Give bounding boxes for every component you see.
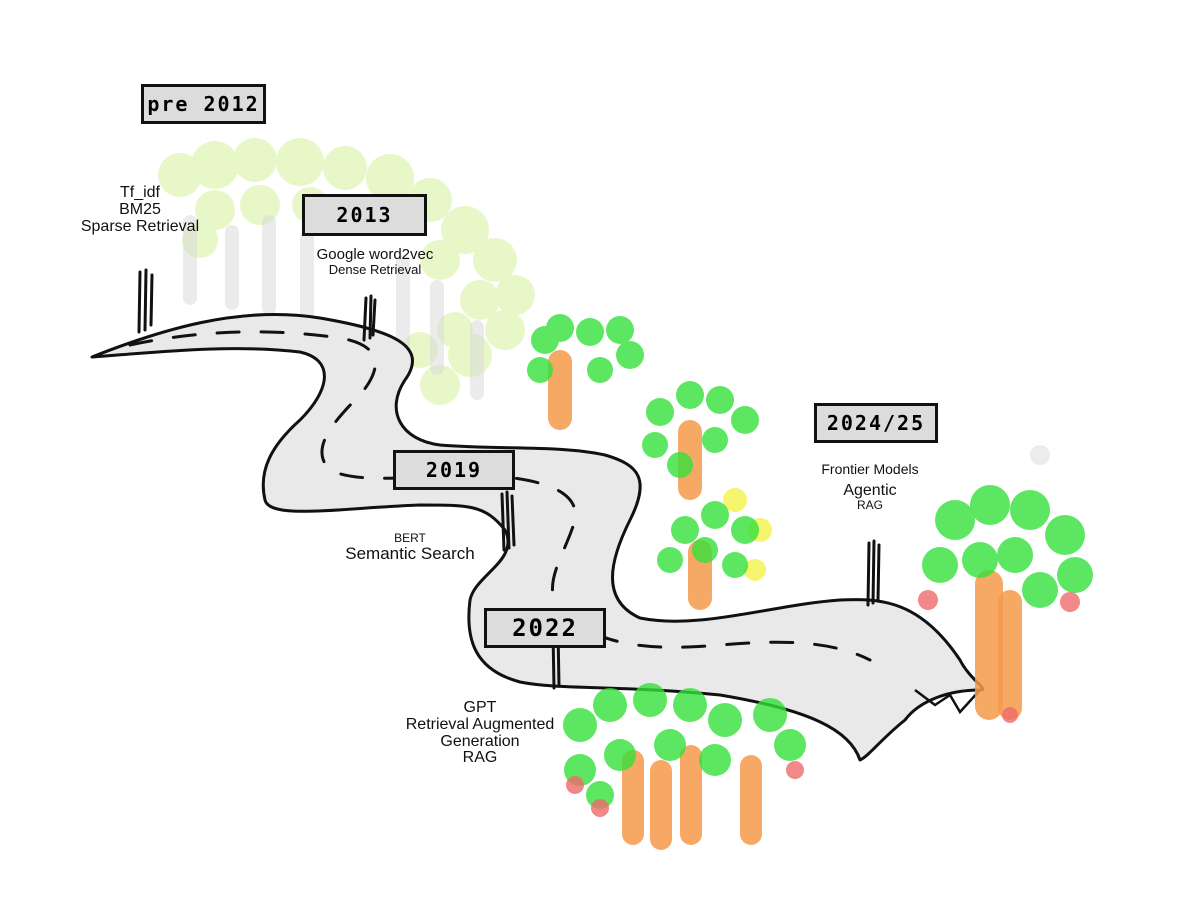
- label-line: Retrieval Augmented: [405, 715, 555, 733]
- year-tag-2024-25: 2024/25: [814, 403, 938, 443]
- year-tag-2019: 2019: [393, 450, 515, 490]
- trees: [527, 314, 1093, 850]
- year-tag-2022: 2022: [484, 608, 606, 648]
- label-2024-25: Frontier Models Agentic RAG: [780, 462, 960, 512]
- label-line: BM25: [119, 200, 161, 218]
- label-line: Dense Retrieval: [328, 261, 422, 277]
- year-tag-2013: 2013: [302, 194, 427, 236]
- label-line: RAG: [856, 498, 883, 513]
- label-line: Semantic Search: [345, 543, 475, 563]
- label-2013: Google word2vec Dense Retrieval: [280, 247, 470, 276]
- label-2019: BERT Semantic Search: [320, 532, 500, 562]
- label-line: Sparse Retrieval: [80, 217, 200, 235]
- label-line: Generation: [440, 732, 520, 750]
- label-line: Frontier Models: [821, 461, 919, 477]
- label-line: GPT: [463, 699, 497, 716]
- label-pre2012: Tf_idf BM25 Sparse Retrieval: [40, 184, 240, 235]
- year-tag-pre2012: pre 2012: [141, 84, 266, 124]
- label-line: Google word2vec: [316, 246, 434, 263]
- label-line: Tf_idf: [119, 184, 160, 201]
- label-line: RAG: [462, 749, 498, 767]
- label-line: Agentic: [843, 481, 897, 499]
- label-line: BERT: [394, 531, 426, 545]
- label-2022: GPT Retrieval Augmented Generation RAG: [370, 699, 590, 767]
